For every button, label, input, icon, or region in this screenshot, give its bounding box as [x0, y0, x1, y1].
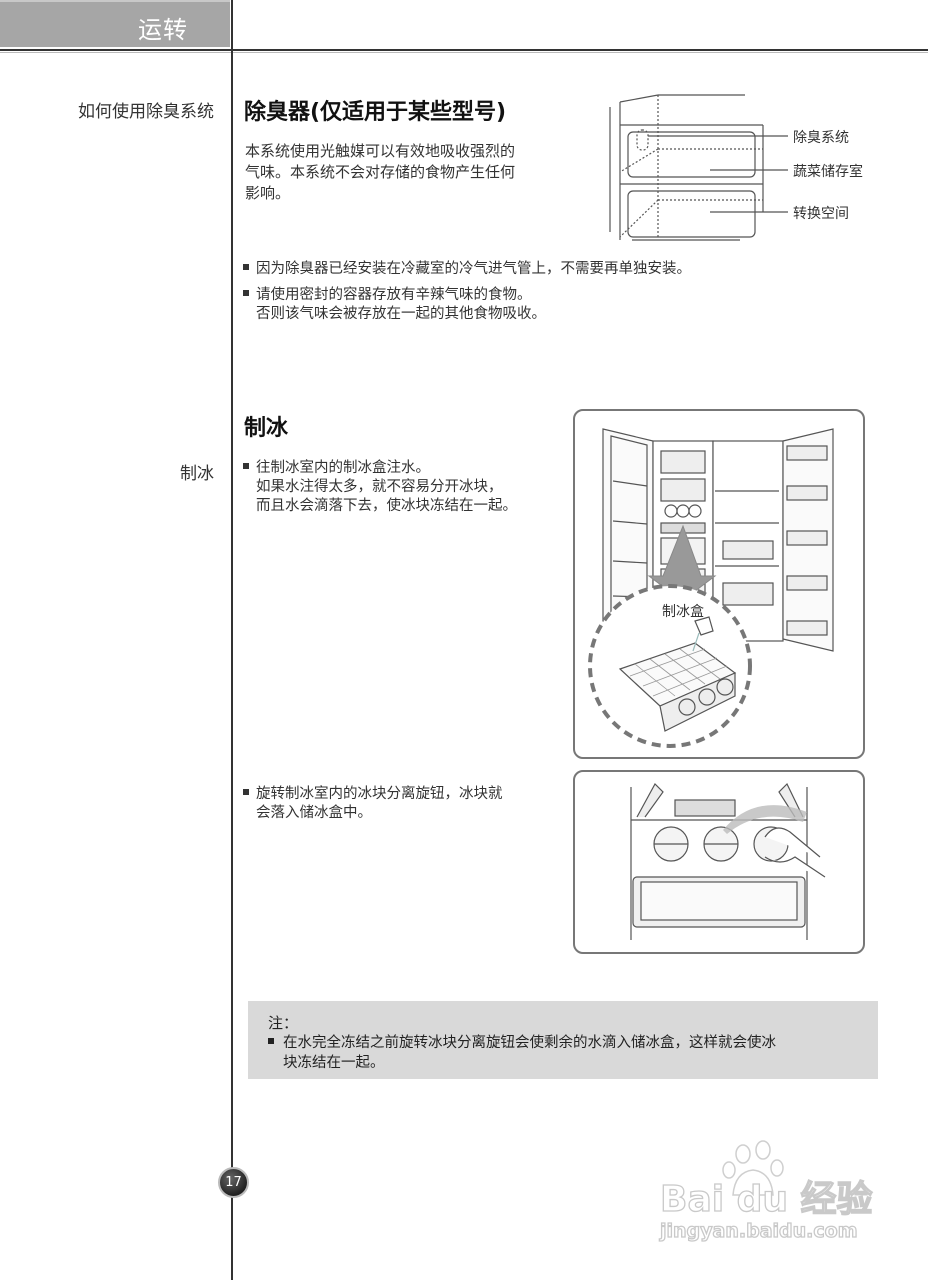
bullet-text: 会落入储冰盒中。 — [256, 805, 372, 821]
header-rule — [0, 49, 928, 51]
deodorizer-diagram: 除臭系统 蔬菜储存室 转换空间 — [600, 92, 880, 252]
diagram-label-deodorizer-system: 除臭系统 — [793, 130, 849, 146]
bullet-text: 旋转制冰室内的冰块分离旋钮，冰块就 — [256, 786, 503, 802]
bullet-square-icon — [243, 264, 249, 270]
ice-tray-figure: 制冰盒 — [573, 409, 865, 759]
intro-line: 本系统使用光触媒可以有效地吸收强烈的 — [245, 142, 516, 160]
ice-knob-figure — [573, 770, 865, 954]
header-rule-shadow — [0, 52, 928, 53]
intro-line: 影响。 — [245, 184, 291, 202]
bullet-square-icon — [243, 463, 249, 469]
diagram-label-vegetable-compartment: 蔬菜储存室 — [793, 164, 863, 180]
ice-making-bullet: 旋转制冰室内的冰块分离旋钮，冰块就 会落入储冰盒中。 — [243, 785, 503, 823]
watermark-brand: Bai du 经验 — [659, 1178, 873, 1220]
fridge-compartment-diagram-icon — [609, 94, 788, 241]
bullet-text: 如果水注得太多，就不容易分开冰块， — [256, 479, 503, 495]
bullet-text: 否则该气味会被存放在一起的其他食物吸收。 — [256, 306, 546, 322]
deodorizer-bullet: 请使用密封的容器存放有辛辣气味的食物。 否则该气味会被存放在一起的其他食物吸收。 — [243, 286, 546, 324]
intro-line: 气味。本系统不会对存储的食物产生任何 — [245, 163, 516, 181]
note-text: 块冻结在一起。 — [283, 1055, 385, 1071]
deodorizer-bullet: 因为除臭器已经安装在冷藏室的冷气进气管上，不需要再单独安装。 — [243, 260, 691, 279]
note-box: 注： 在水完全冻结之前旋转冰块分离旋钮会使剩余的水滴入储冰盒，这样就会使冰 块冻… — [248, 1001, 878, 1079]
margin-divider — [231, 0, 233, 1280]
note-text: 在水完全冻结之前旋转冰块分离旋钮会使剩余的水滴入储冰盒，这样就会使冰 — [283, 1035, 776, 1051]
bullet-square-icon — [243, 290, 249, 296]
ice-tray-label: 制冰盒 — [662, 604, 704, 620]
deodorizer-title: 除臭器(仅适用于某些型号) — [244, 100, 507, 125]
ice-making-title: 制冰 — [244, 416, 289, 441]
ice-making-bullet: 往制冰室内的制冰盒注水。 如果水注得太多，就不容易分开冰块， 而且水会滴落下去，… — [243, 459, 517, 516]
bullet-text: 往制冰室内的制冰盒注水。 — [256, 460, 430, 476]
bullet-square-icon — [243, 789, 249, 795]
bullet-text: 请使用密封的容器存放有辛辣气味的食物。 — [256, 287, 532, 303]
section-tab-label: 运转 — [138, 16, 188, 44]
page-number-badge: 17 — [218, 1167, 249, 1198]
deodorizer-intro: 本系统使用光触媒可以有效地吸收强烈的 气味。本系统不会对存储的食物产生任何 影响… — [245, 141, 575, 204]
section-tab: 运转 — [0, 0, 230, 47]
bullet-square-icon — [268, 1038, 274, 1044]
sidebar-label-ice-making: 制冰 — [180, 464, 214, 484]
note-body: 在水完全冻结之前旋转冰块分离旋钮会使剩余的水滴入储冰盒，这样就会使冰 块冻结在一… — [268, 1033, 868, 1073]
paw-logo-icon — [722, 1140, 784, 1196]
bullet-text: 而且水会滴落下去，使冰块冻结在一起。 — [256, 498, 517, 514]
sidebar-label-deodorizer: 如何使用除臭系统 — [78, 102, 214, 122]
note-title: 注： — [268, 1014, 299, 1032]
watermark-url: jingyan.baidu.com — [659, 1219, 858, 1242]
fridge-open-doors-illustration-icon — [588, 428, 834, 748]
diagram-label-conversion-space: 转换空间 — [793, 206, 849, 222]
bullet-text: 因为除臭器已经安装在冷藏室的冷气进气管上，不需要再单独安装。 — [256, 261, 691, 277]
ice-separation-knob-illustration-icon — [630, 782, 826, 940]
baidu-watermark: Bai du 经验 jingyan.baidu.com — [659, 1140, 880, 1250]
